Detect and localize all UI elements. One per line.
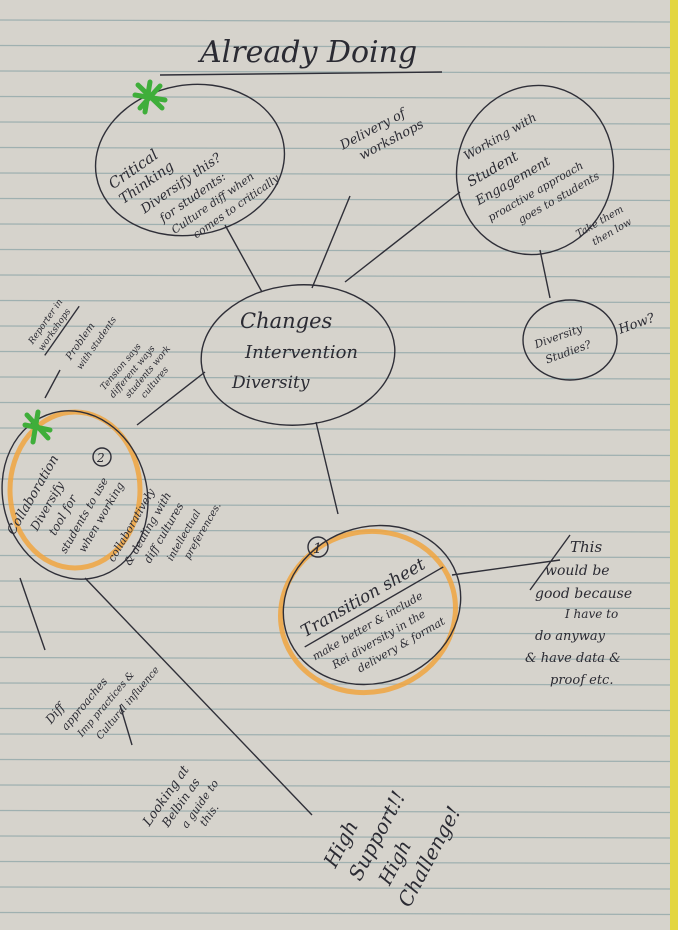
yellow-edge: [670, 0, 678, 930]
ruled-line: [0, 886, 671, 890]
collaboration-bubble: [1, 410, 149, 580]
ruled-line: [0, 325, 671, 329]
ruled-line: [0, 401, 671, 406]
ruled-line: [0, 248, 671, 253]
note-line: I have to: [564, 607, 618, 621]
ruled-line: [0, 631, 671, 635]
note-line: would be: [545, 563, 610, 579]
ruled-line: [0, 580, 671, 584]
note-line: proof etc.: [550, 673, 613, 688]
ruled-line: [0, 274, 671, 278]
ruled-line: [0, 784, 671, 788]
transition-bubble: [282, 524, 462, 686]
ruled-line: [0, 452, 671, 457]
central-bubble: [200, 284, 396, 426]
central-text: Diversity: [231, 373, 310, 393]
ruled-line: [0, 376, 671, 380]
ruled-line: [0, 19, 671, 23]
transition-note: This would be good because I have to do …: [525, 538, 632, 688]
ruled-line: [0, 911, 671, 916]
ruled-line: [0, 758, 671, 763]
note-line: This: [570, 538, 602, 556]
priority-number: 1: [313, 541, 322, 557]
ruled-line: [0, 809, 671, 814]
ruled-line: [0, 733, 671, 737]
ruled-line: [0, 707, 671, 712]
note-line: & have data &: [525, 651, 621, 666]
ruled-line: [0, 223, 671, 227]
priority-number: 2: [96, 451, 105, 465]
ruled-line: [0, 835, 671, 839]
how-text: How?: [616, 310, 658, 338]
ruled-lines: [0, 19, 671, 916]
ruled-line: [0, 197, 671, 202]
page-title: Already Doing: [197, 35, 417, 70]
diversity-studies-bubble: [522, 299, 618, 381]
ruled-line: [0, 299, 671, 304]
title-underline: [159, 71, 443, 76]
connectors: [19, 191, 571, 816]
critical-thinking-bubble: [94, 83, 286, 237]
ruled-line: [0, 682, 671, 686]
ruled-line: [0, 95, 671, 100]
ruled-line: [0, 503, 671, 508]
green-star-icon: [132, 79, 168, 115]
green-star-icon: [22, 409, 53, 445]
central-text: Changes: [240, 309, 333, 333]
central-text: Intervention: [244, 342, 358, 363]
ruled-line: [0, 656, 671, 661]
note-line: good because: [535, 586, 632, 602]
ruled-line: [0, 146, 671, 151]
engagement-bubble: [455, 84, 615, 256]
ruled-line: [0, 427, 671, 431]
ruled-line: [0, 70, 671, 74]
note-line: do anyway: [535, 629, 606, 644]
ruled-line: [0, 350, 671, 355]
ruled-line: [0, 860, 671, 865]
ruled-line: [0, 529, 671, 533]
ruled-line: [0, 172, 671, 176]
transition-highlight: [278, 528, 458, 696]
ruled-line: [0, 44, 671, 49]
ruled-line: [0, 478, 671, 482]
collaboration-highlight: [7, 409, 143, 571]
ruled-line: [0, 121, 671, 125]
